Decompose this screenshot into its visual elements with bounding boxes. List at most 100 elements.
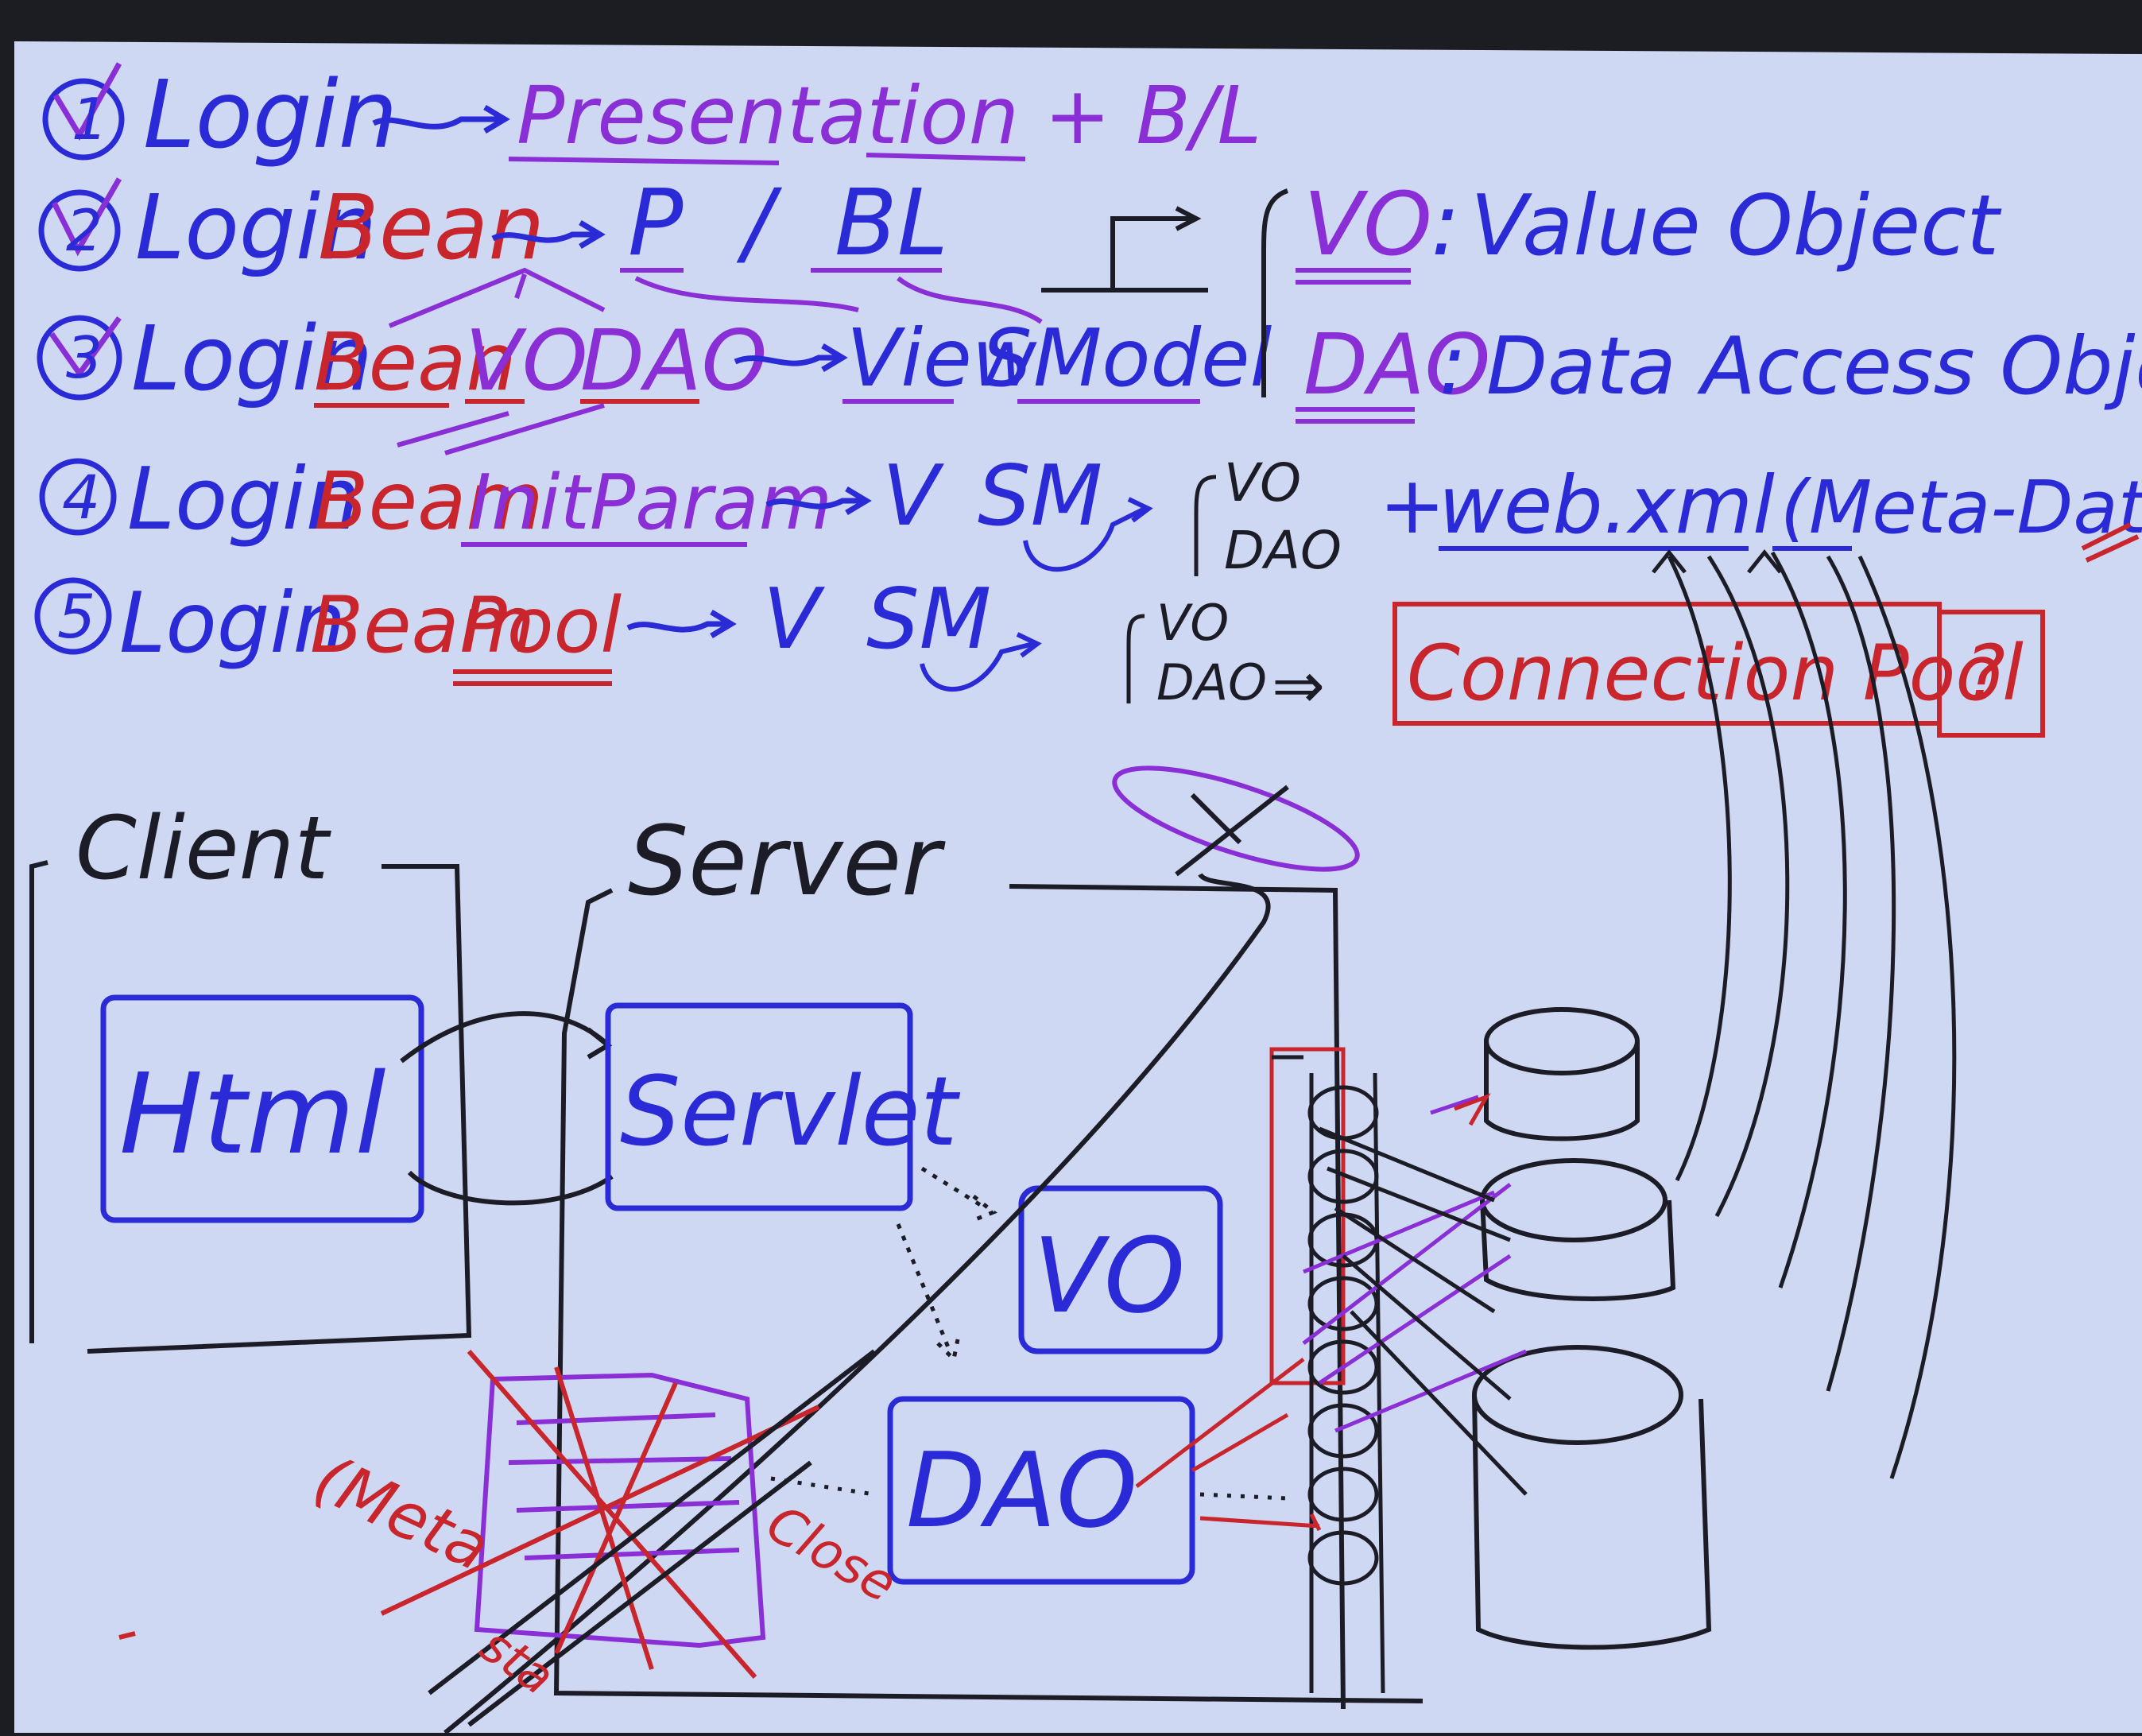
def-vo-full: Value Object <box>1470 177 2002 274</box>
def-dao-colon: : <box>1439 316 1466 413</box>
row-1-underline <box>508 153 1026 165</box>
row-4-vo: VO <box>1224 452 1301 513</box>
row-4-login: Login <box>127 450 360 549</box>
vo-box <box>1018 1185 1223 1354</box>
html-box <box>100 994 424 1223</box>
black-cross <box>1175 785 1289 877</box>
row-4-number: 4 <box>62 462 100 533</box>
row-4-arrow <box>765 486 872 516</box>
definitions-block: VO : Value Object DAO : Data Access Obje… <box>1261 173 2142 424</box>
html-label: Html <box>119 1050 386 1180</box>
def-vo-underline <box>1296 268 1411 285</box>
row-4-webxml: web.xml <box>1439 459 1775 552</box>
row-5-pool: Pool <box>461 581 622 670</box>
row-5-number-circle <box>34 577 112 655</box>
row-5-brace <box>1126 614 1145 703</box>
row-4-red-scribble <box>2081 522 2140 563</box>
servlet-label: Servlet <box>620 1057 961 1168</box>
vo-label: VO <box>1033 1215 1185 1336</box>
row-3-vo: VO <box>465 312 587 409</box>
row-4-v: V <box>882 448 944 544</box>
row-4-plus: + <box>1379 459 1446 552</box>
row-2-number-circle <box>38 189 121 272</box>
row-3-purple-links <box>388 267 1043 455</box>
database-cylinders <box>1472 1007 1712 1650</box>
diagonal-strike-line <box>444 873 1271 1735</box>
row-2-check-mark <box>51 177 122 257</box>
row-5-implies: ⇒ <box>1272 649 1325 723</box>
crossed-out-box <box>380 1349 876 1727</box>
row-3-model: Model <box>1033 312 1272 405</box>
db-3-body <box>1472 1394 1712 1650</box>
row-4-sm: SM <box>978 448 1102 544</box>
row-3-view: View <box>846 312 1037 405</box>
row-3-s: S <box>982 312 1032 405</box>
def-dao-full: Data Access Object <box>1486 320 2142 413</box>
server-container <box>553 884 1423 1710</box>
client-container <box>29 860 472 1354</box>
row-5-sm-curve <box>920 632 1042 692</box>
row-4-metadata: (Meta-Data <box>1780 465 2142 550</box>
row-2-arrow <box>491 219 606 250</box>
server-label: Server <box>628 807 946 917</box>
def-vo-colon: : <box>1431 173 1460 275</box>
row-1-number: 1 <box>72 86 108 153</box>
row-3-bean: Bean <box>314 316 517 409</box>
row-4-sm-curve <box>1023 497 1153 572</box>
row-1-login: Login <box>143 60 397 169</box>
row-5-bean: Beam <box>310 580 535 671</box>
row-3-number: 3 <box>66 324 103 391</box>
row-2-p: P <box>628 170 684 277</box>
dao-label: DAO <box>906 1430 1137 1551</box>
row-2-bl: BL <box>835 170 948 277</box>
row-3-check-mark <box>49 316 122 379</box>
row-5-number: 5 <box>57 581 95 652</box>
definitions-brace <box>1261 188 1289 397</box>
servlet-to-vo-dotted <box>920 1166 997 1223</box>
db-1-body <box>1484 1041 1640 1141</box>
stray-red-mark <box>118 1631 136 1640</box>
row-3-arrow <box>734 343 848 373</box>
db-2-body <box>1480 1199 1676 1301</box>
row-1-number-circle <box>42 78 125 161</box>
row-3-login: Login <box>131 308 373 411</box>
purple-oval <box>1112 765 1360 872</box>
row-5-pool-underline <box>453 669 612 686</box>
row-5-sm: SM <box>866 571 991 668</box>
row-2-bracket-arrow <box>1041 206 1208 293</box>
row-2-bean: Bean <box>318 176 544 280</box>
notes-section: 1 Login Presentation + B/L 2 Login Bean … <box>34 60 2142 1479</box>
db-to-metadata-arrows <box>1652 548 1957 1479</box>
question-box <box>1937 610 2045 738</box>
def-dao-abbr: DAO <box>1303 316 1490 413</box>
note-row-1: 1 Login Presentation + B/L <box>42 60 1261 169</box>
def-dao-underline <box>1296 407 1415 424</box>
row-5-v: V <box>763 571 825 668</box>
row-1-check-mark <box>52 62 122 141</box>
row-4-brace <box>1194 475 1217 576</box>
note-row-5: 5 Login Beam Pool V SM VO DAO ⇒ Connecti… <box>34 548 2045 1479</box>
dao-box <box>887 1396 1195 1585</box>
row-5-dao: DAO <box>1156 653 1267 711</box>
connection-lines <box>1135 1093 1528 1532</box>
dotted-lines-to-dao <box>770 1476 1288 1501</box>
def-vo-abbr: VO <box>1303 173 1432 275</box>
row-3-number-circle <box>37 315 122 401</box>
note-row-4: 4 Login Beam InitParam V SM VO DAO + web… <box>39 448 2142 581</box>
servlet-box <box>605 1002 913 1211</box>
row-5-arrow <box>626 609 737 639</box>
row-4-number-circle <box>39 458 117 536</box>
row-3-underlines <box>314 399 699 408</box>
row-4-dao: DAO <box>1224 520 1342 581</box>
row-5-vo: VO <box>1156 594 1229 652</box>
row-2-number: 2 <box>66 197 103 264</box>
note-row-3: 3 Login Bean VO DAO View S Model <box>37 267 1272 455</box>
client-label: Client <box>76 797 331 899</box>
row-4-bean: Beam <box>314 455 544 548</box>
row-2-login: Login <box>135 176 377 280</box>
row-5-login: Login <box>119 575 346 672</box>
row-1-desc: Presentation + B/L <box>517 69 1261 162</box>
row-1-arrow <box>372 104 510 134</box>
